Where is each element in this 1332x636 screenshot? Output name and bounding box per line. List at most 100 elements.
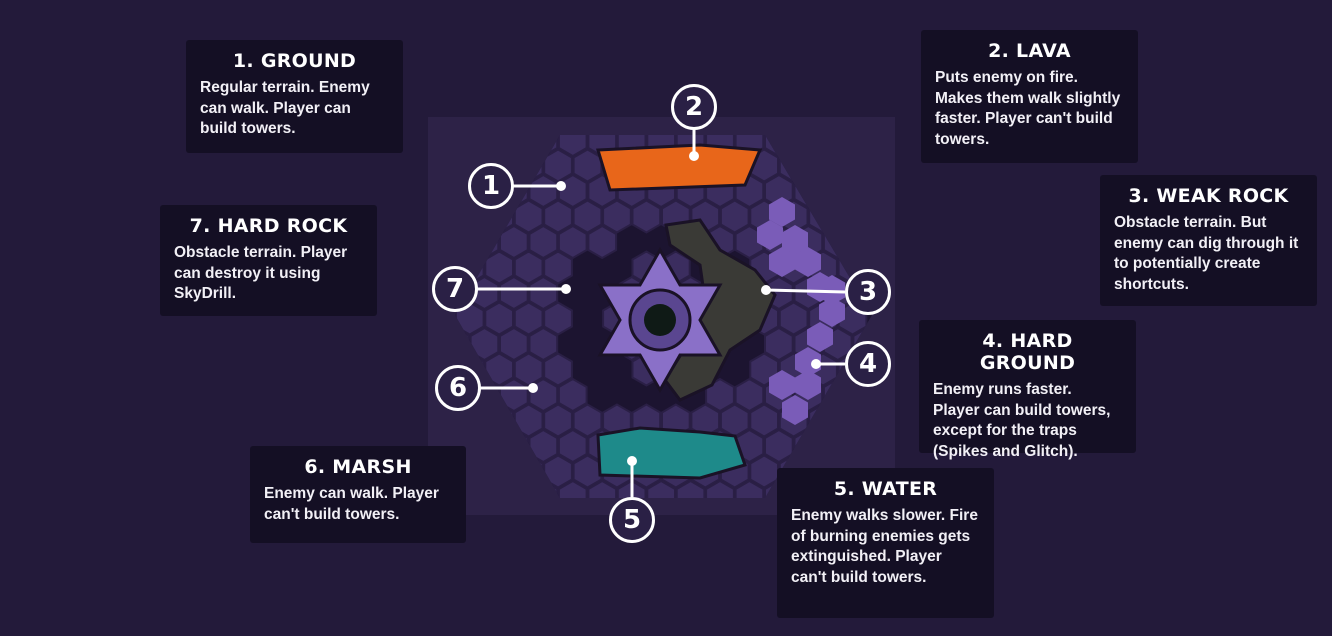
- info-title: 4. Hard Ground: [979, 330, 1076, 374]
- ground-hex: [528, 326, 559, 362]
- ground-hex: [543, 403, 573, 438]
- info-description: Enemy runs faster. Player can build towe…: [933, 381, 1111, 460]
- hard-ground-hex: [795, 247, 821, 277]
- info-lava: 2. Lava Puts enemy on fire. Makes them w…: [921, 30, 1138, 163]
- hard-ground-hex: [769, 370, 795, 400]
- ground-hex: [719, 403, 750, 438]
- hard-ground-hex: [819, 275, 845, 305]
- callout-dot: [689, 151, 699, 161]
- ground-hex: [572, 148, 603, 183]
- info-ground: 1. Ground Regular terrain. Enemy can wal…: [186, 40, 403, 153]
- ground-hex: [543, 199, 573, 234]
- ground-hex: [557, 224, 588, 260]
- callout-4: 4: [845, 341, 891, 387]
- ground-hex: [513, 250, 544, 285]
- ground-hex: [484, 301, 514, 336]
- ground-hex: [572, 199, 603, 234]
- info-title: 2. Lava: [988, 40, 1071, 62]
- ground-hex: [749, 403, 779, 438]
- ground-hex: [572, 454, 603, 489]
- ground-hex: [499, 224, 529, 260]
- callout-2: 2: [671, 84, 717, 130]
- hard-ground-hex: [782, 395, 808, 425]
- hard-ground-hex: [795, 370, 821, 400]
- ground-hex: [764, 428, 794, 464]
- info-title: 7. Hard Rock: [189, 215, 348, 237]
- ground-hex: [690, 403, 721, 438]
- info-marsh: 6. Marsh Enemy can walk. Player can't bu…: [250, 446, 466, 543]
- info-description: Enemy walks slower. Fire of burning enem…: [791, 507, 978, 586]
- info-hard-rock: 7. Hard Rock Obstacle terrain. Player ca…: [160, 205, 377, 316]
- hard-ground-area: [757, 197, 845, 425]
- ground-hex: [572, 403, 603, 438]
- ground-hex: [646, 479, 676, 498]
- info-weak-rock: 3. Weak Rock Obstacle terrain. But enemy…: [1100, 175, 1317, 306]
- callout-dot: [561, 284, 571, 294]
- ground-hex: [557, 173, 588, 209]
- info-title: 6. Marsh: [304, 456, 412, 478]
- callout-1: 1: [468, 163, 514, 209]
- ground-hex: [764, 326, 794, 362]
- ground-hex: [705, 377, 735, 413]
- ground-hex: [513, 199, 544, 234]
- ground-hex: [734, 377, 765, 413]
- ground-hex: [587, 479, 618, 498]
- ground-hex: [734, 224, 765, 260]
- info-description: Obstacle terrain. Player can destroy it …: [174, 244, 348, 302]
- hard-ground-hex: [769, 247, 795, 277]
- ground-hex: [587, 224, 618, 260]
- ground-hex: [513, 352, 544, 387]
- callout-3: 3: [845, 269, 891, 315]
- callout-7: 7: [432, 266, 478, 312]
- ground-hex: [557, 135, 588, 158]
- info-description: Puts enemy on fire. Makes them walk slig…: [935, 69, 1121, 148]
- ground-hex: [675, 479, 706, 498]
- ground-hex: [513, 301, 544, 336]
- hard-ground-hex: [782, 225, 808, 255]
- ground-hex: [557, 428, 588, 464]
- ground-hex: [764, 173, 794, 209]
- callout-line: [765, 288, 846, 294]
- ground-hex: [719, 199, 750, 234]
- info-hard-ground: 4. Hard Ground Enemy runs faster. Player…: [919, 320, 1136, 460]
- hard-ground-hex: [807, 322, 833, 352]
- ground-hex: [543, 148, 573, 183]
- callout-6: 6: [435, 365, 481, 411]
- ground-hex: [528, 173, 559, 209]
- ground-hex: [543, 352, 573, 387]
- ground-hex: [499, 275, 529, 311]
- callout-dot: [528, 383, 538, 393]
- ground-hex: [543, 301, 573, 336]
- ground-hex: [631, 199, 662, 234]
- info-description: Regular terrain. Enemy can walk. Player …: [200, 79, 370, 137]
- ground-hex: [499, 326, 529, 362]
- water-area: [596, 426, 747, 480]
- ground-hex: [557, 479, 588, 498]
- hard-ground-hex: [795, 347, 821, 377]
- ground-hex: [528, 224, 559, 260]
- info-title: 3. Weak Rock: [1128, 185, 1289, 207]
- callout-dot: [627, 456, 637, 466]
- ground-hex: [749, 454, 779, 489]
- callout-dot: [761, 285, 771, 295]
- info-description: Obstacle terrain. But enemy can dig thro…: [1114, 214, 1299, 293]
- ground-hex: [602, 199, 632, 234]
- callout-5: 5: [609, 497, 655, 543]
- info-water: 5. Water Enemy walks slower. Fire of bur…: [777, 468, 994, 618]
- info-description: Enemy can walk. Player can't build tower…: [264, 485, 439, 523]
- lava-area: [596, 143, 763, 192]
- ground-hex: [734, 479, 765, 498]
- hard-ground-hex: [757, 220, 783, 250]
- hard-ground-hex: [769, 197, 795, 227]
- info-title: 5. Water: [833, 478, 938, 500]
- ground-hex: [528, 275, 559, 311]
- ground-hex: [557, 377, 588, 413]
- ground-hex: [705, 479, 735, 498]
- central-core: [597, 246, 723, 394]
- callout-dot: [811, 359, 821, 369]
- info-title: 1. Ground: [232, 50, 357, 72]
- callout-lines: [475, 127, 846, 497]
- ground-hex: [778, 301, 809, 336]
- ground-hex: [484, 250, 514, 285]
- ground-hex: [543, 250, 573, 285]
